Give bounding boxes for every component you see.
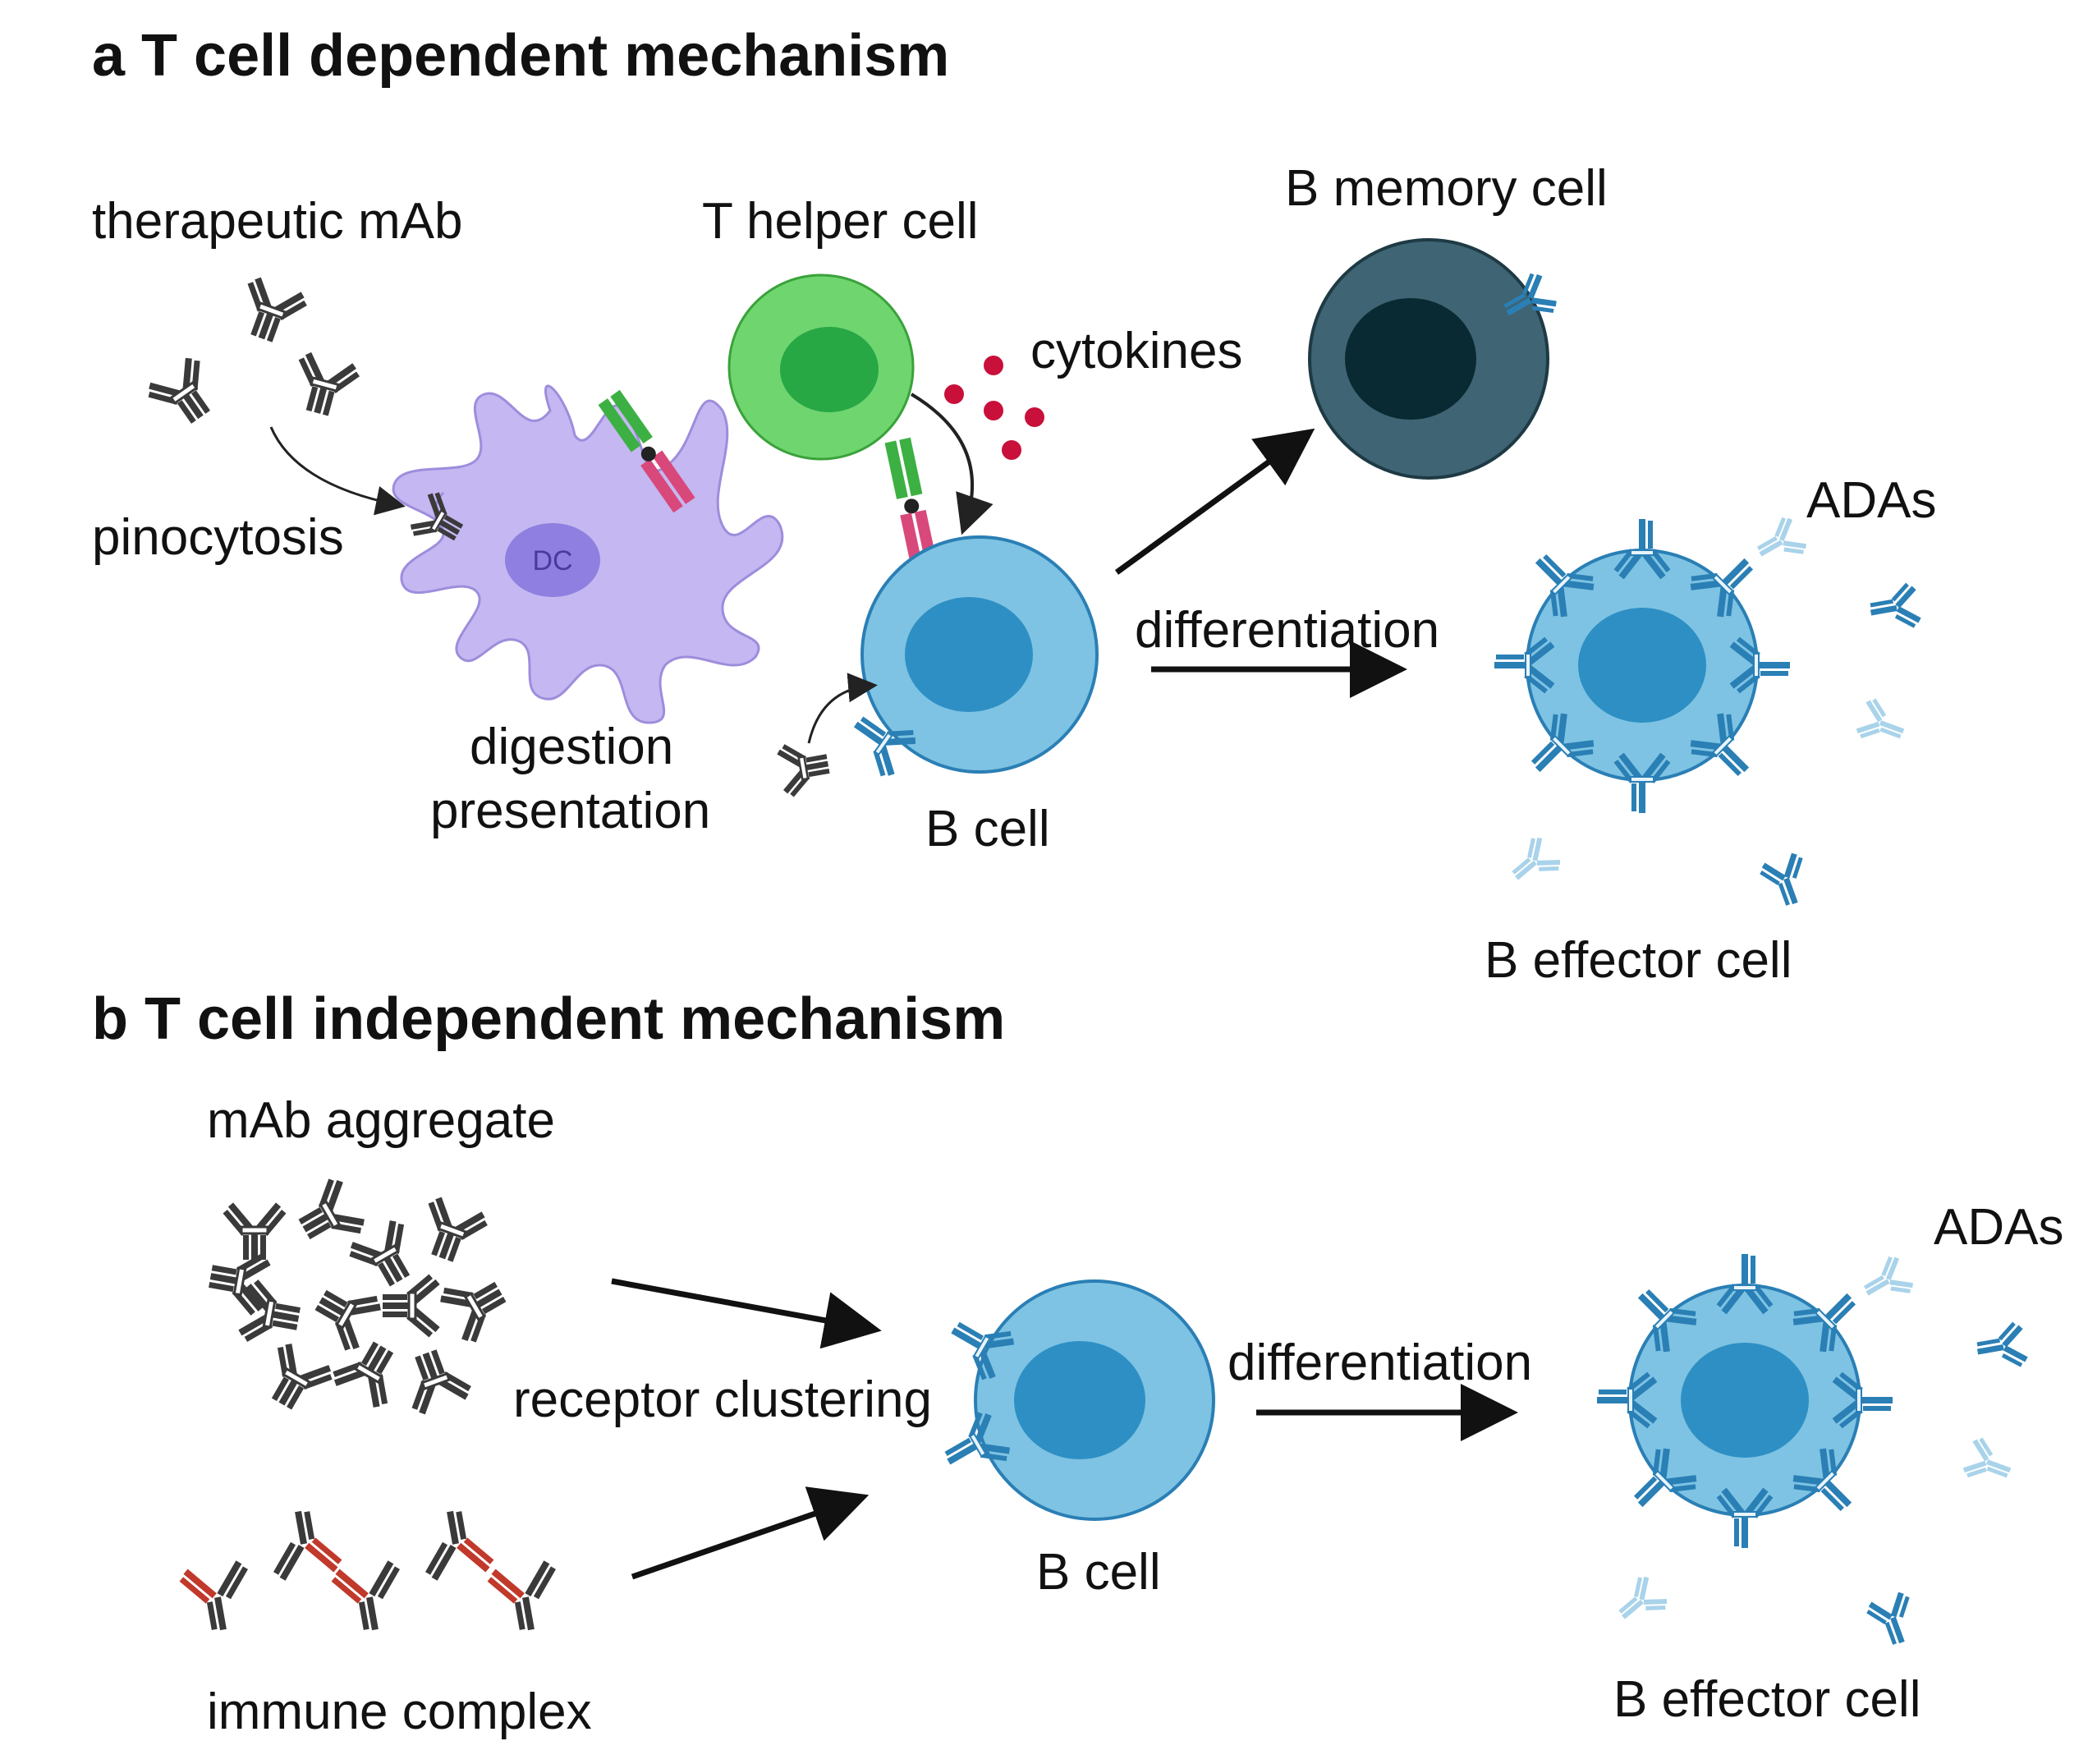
ada-icon xyxy=(1862,1588,1925,1651)
aggregate-to-b-arrow xyxy=(611,1278,882,1349)
label-b-cell-a: B cell xyxy=(925,801,1050,857)
antibody-icon xyxy=(284,347,365,423)
ada-icon xyxy=(1866,580,1923,636)
antibody-icon xyxy=(229,272,314,351)
antibody-icon xyxy=(325,1330,413,1415)
label-b-effector-cell-b: B effector cell xyxy=(1613,1671,1921,1728)
label-b-cell-b: B cell xyxy=(1036,1544,1161,1601)
ada-icon xyxy=(1755,849,1818,912)
bound-antibody-icon xyxy=(774,735,834,801)
antibody-icon xyxy=(415,1505,497,1583)
antibody-icon xyxy=(393,1340,478,1420)
antibody-icon xyxy=(220,1201,289,1261)
pinocytosis-arrow xyxy=(269,426,406,516)
antibody-icon xyxy=(204,1243,274,1320)
mhc-tcr-synapse-dc xyxy=(598,389,695,513)
panel-b-heading: b T cell independent mechanism xyxy=(92,986,1005,1052)
dc-label: DC xyxy=(532,545,572,577)
immune-complex-chain xyxy=(177,1505,567,1636)
label-b-memory-cell: B memory cell xyxy=(1285,160,1608,217)
panel-a-heading: a T cell dependent mechanism xyxy=(92,23,949,89)
antibody-icon xyxy=(140,350,229,438)
label-receptor-clustering: receptor clustering xyxy=(513,1371,932,1428)
antibody-icon xyxy=(484,1558,567,1636)
antibody-icon xyxy=(177,1558,259,1636)
cytokines-group xyxy=(944,356,1044,460)
cytokine-dot xyxy=(944,384,964,404)
cytokine-dot xyxy=(1002,440,1021,460)
label-mab-aggregate: mAb aggregate xyxy=(207,1092,555,1149)
label-differentiation-a: differentiation xyxy=(1135,602,1439,659)
cytokine-dot xyxy=(984,401,1003,420)
ada-icon xyxy=(1960,1433,2018,1491)
label-adas-a: ADAs xyxy=(1806,472,1936,529)
label-immune-complex: immune complex xyxy=(207,1684,592,1740)
b-effector-cell-a xyxy=(1494,519,1790,813)
to-memory-arrow xyxy=(1114,428,1315,575)
t-to-b-signal-arrow xyxy=(910,393,994,535)
label-differentiation-b: differentiation xyxy=(1228,1334,1532,1391)
label-b-effector-cell-a: B effector cell xyxy=(1485,932,1792,989)
ada-icon xyxy=(1853,694,1911,752)
cytokine-dot xyxy=(1025,407,1044,427)
label-digestion: digestion xyxy=(470,719,673,775)
label-presentation: presentation xyxy=(430,783,710,839)
b-cell-b xyxy=(933,1279,1215,1521)
label-therapeutic-mab: therapeutic mAb xyxy=(92,193,462,250)
t-helper-cell xyxy=(727,273,915,461)
label-adas-b: ADAs xyxy=(1934,1199,2063,1256)
ada-icon xyxy=(1973,1319,2030,1376)
antibody-icon xyxy=(433,1262,518,1350)
cytokine-dot xyxy=(984,356,1003,375)
label-t-helper-cell: T helper cell xyxy=(702,193,979,250)
mhc-tcr-synapse-b xyxy=(884,437,937,564)
ada-icon xyxy=(1749,512,1811,574)
ada-icon xyxy=(1502,832,1566,896)
antibody-icon xyxy=(410,1192,494,1271)
antibody-icon xyxy=(263,1505,345,1583)
therapeutic-mab-group xyxy=(140,272,365,438)
b-effector-cell-b xyxy=(1597,1254,1893,1548)
label-pinocytosis: pinocytosis xyxy=(92,509,344,566)
b-cell-a xyxy=(837,535,1099,784)
b-memory-cell xyxy=(1308,238,1562,480)
ada-icon xyxy=(1856,1252,1918,1313)
dendritic-cell: DC xyxy=(392,384,784,724)
mab-aggregate-cluster xyxy=(204,1171,518,1422)
label-cytokines: cytokines xyxy=(1030,323,1242,379)
complex-to-b-arrow xyxy=(631,1486,870,1580)
b-cell-uptake-arrow xyxy=(807,673,878,744)
antibody-icon xyxy=(252,1336,340,1422)
antibody-icon xyxy=(328,1558,411,1636)
ada-icon xyxy=(1608,1571,1673,1635)
